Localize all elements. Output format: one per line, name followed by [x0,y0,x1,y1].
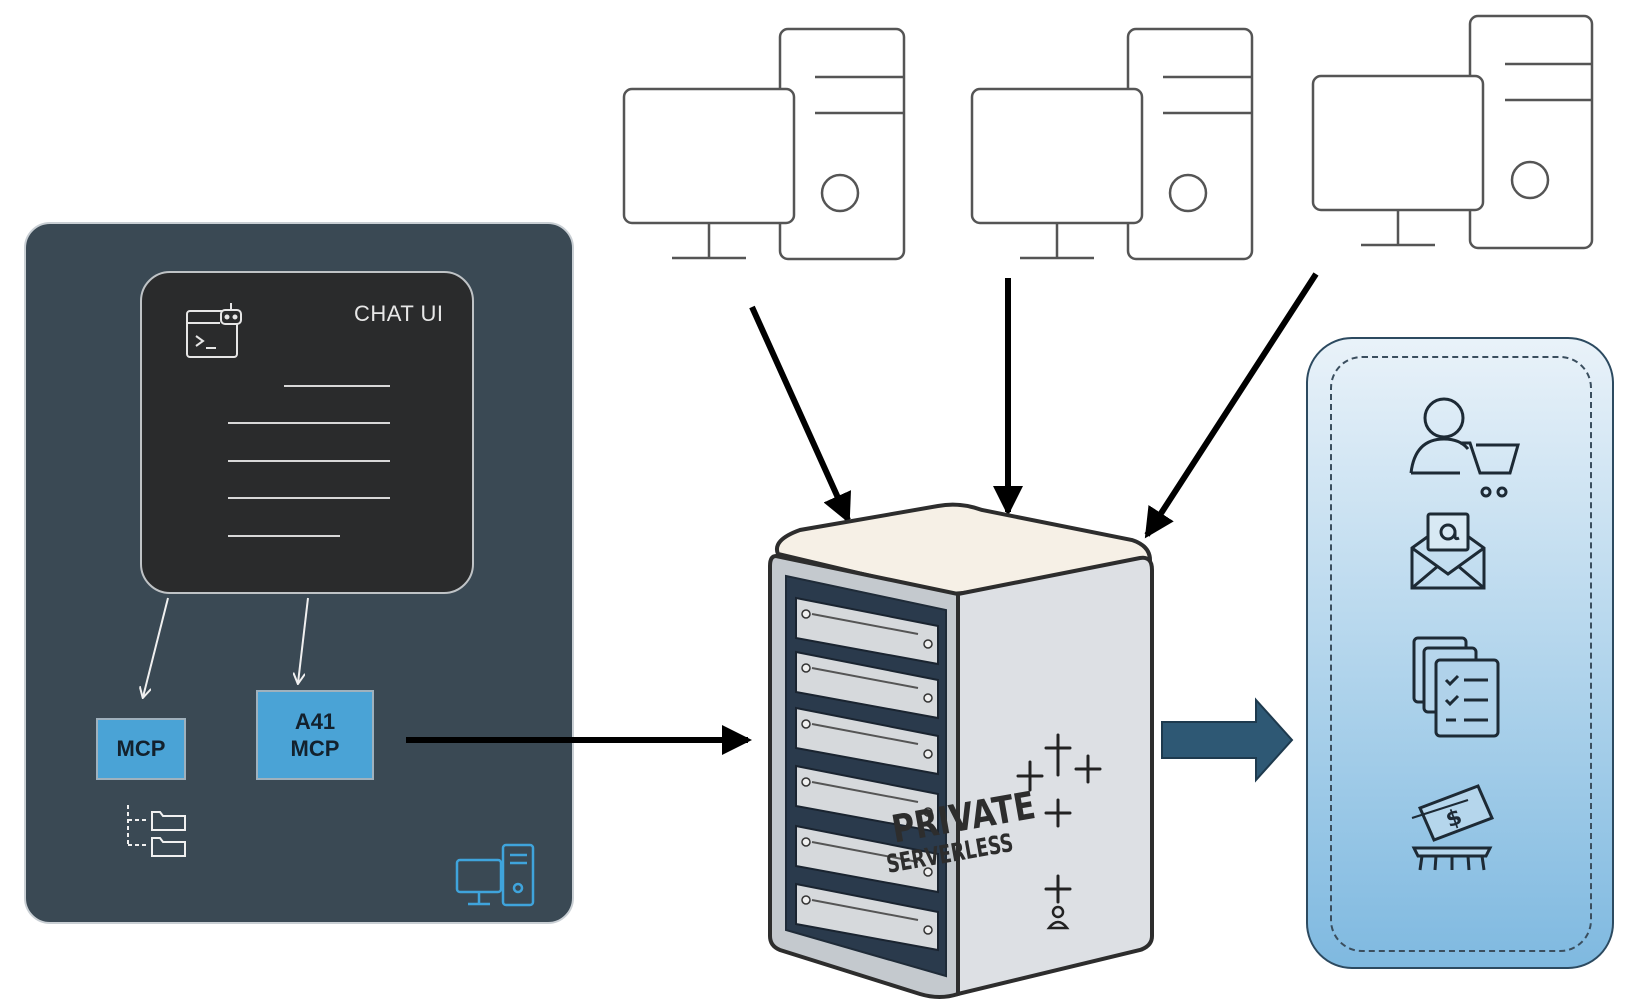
chat-ui-title: CHAT UI [354,301,444,326]
checklist-documents-icon [1412,636,1500,738]
server-to-services-arrow [1161,697,1294,783]
a41-mcp-label-line2: MCP [290,736,340,761]
desktop-computer-icon [622,27,906,261]
mcp-box: MCP [96,718,186,780]
email-icon [1410,512,1486,590]
services-dashed-border [1330,356,1592,952]
chat-to-mcp-arrow [143,597,169,697]
payment-icon: $ [1411,784,1495,871]
desktop-computer-icon [1311,14,1594,250]
terminal-bot-icon [186,303,242,358]
mcp-label: MCP [116,736,166,762]
client3-to-server-arrow [1144,272,1319,539]
private-serverless-server [768,502,1154,999]
chat-to-a41-arrow [298,597,309,683]
person-small-icon [1046,905,1070,930]
a41-mcp-box: A41 MCP [256,690,374,780]
a41-mcp-label-line1: A41 [294,708,336,734]
desktop-computer-icon [970,27,1254,261]
user-shopping-cart-icon [1409,397,1520,498]
chat-ui-window [140,271,474,594]
computer-small-icon [455,843,535,907]
chat-text-lines [228,385,390,537]
client1-to-server-arrow [749,305,851,524]
folder-tree-icon [127,805,186,857]
